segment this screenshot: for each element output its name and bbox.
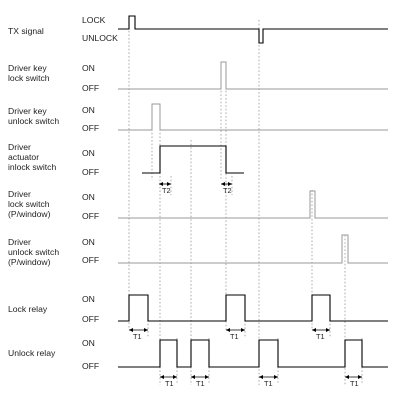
waveforms	[118, 15, 388, 368]
waveform-tx-signal	[118, 15, 388, 44]
state-dku-on: ON	[82, 105, 95, 115]
t1-label: T1	[133, 332, 142, 341]
label-driver-key-unlock-switch: Driver key unlock switch	[8, 106, 59, 126]
t2-label: T2	[223, 186, 232, 195]
t1-label: T1	[316, 332, 325, 341]
waveform-driver-unlock-switch-pwindow	[118, 234, 388, 264]
state-tx-unlock: UNLOCK	[82, 33, 118, 43]
timing-markers: T2 T2 T1 T1 T1	[129, 182, 362, 388]
t1-label: T1	[165, 379, 174, 388]
state-lr-on: ON	[82, 294, 95, 304]
waveform-driver-lock-switch-pwindow	[118, 190, 388, 219]
state-dkl-on: ON	[82, 63, 95, 73]
state-ur-off: OFF	[82, 361, 99, 371]
waveform-driver-key-lock-switch	[118, 61, 388, 90]
state-dlp-off: OFF	[82, 211, 99, 221]
state-tx-lock: LOCK	[82, 15, 106, 25]
waveform-unlock-relay	[118, 339, 388, 368]
waveform-driver-key-unlock-switch	[118, 103, 388, 131]
waveform-lock-relay	[118, 294, 388, 322]
state-labels: LOCK UNLOCK ON OFF ON OFF ON OFF ON OFF …	[82, 15, 118, 371]
label-unlock-relay: Unlock relay	[8, 348, 56, 358]
state-dai-on: ON	[82, 148, 95, 158]
t1-label: T1	[264, 379, 273, 388]
t1-marker: T1	[129, 328, 148, 341]
t1-marker: T1	[160, 375, 177, 388]
t1-label: T1	[196, 379, 205, 388]
state-dup-on: ON	[82, 237, 95, 247]
state-dkl-off: OFF	[82, 83, 99, 93]
row-labels: TX signal Driver key lock switch Driver …	[8, 26, 62, 358]
state-lr-off: OFF	[82, 314, 99, 324]
t1-label: T1	[230, 332, 239, 341]
t2-marker: T2	[221, 182, 232, 195]
state-dku-off: OFF	[82, 123, 99, 133]
state-dup-off: OFF	[82, 255, 99, 265]
t1-marker: T1	[259, 375, 278, 388]
t1-marker: T1	[226, 328, 245, 341]
t1-marker: T1	[191, 375, 209, 388]
waveform-driver-actuator-inlock-switch	[142, 145, 244, 174]
state-dai-off: OFF	[82, 167, 99, 177]
label-tx-signal: TX signal	[8, 26, 44, 36]
label-driver-key-lock-switch: Driver key lock switch	[8, 63, 50, 83]
t1-label: T1	[350, 379, 359, 388]
label-lock-relay: Lock relay	[8, 304, 48, 314]
label-driver-unlock-switch-pwindow: Driver unlock switch (P/window)	[8, 237, 62, 267]
t1-marker: T1	[345, 375, 362, 388]
t1-marker: T1	[312, 328, 330, 341]
label-driver-lock-switch-pwindow: Driver lock switch (P/window)	[8, 189, 52, 219]
t2-label: T2	[162, 186, 171, 195]
state-dlp-on: ON	[82, 192, 95, 202]
label-driver-actuator-inlock-switch: Driver actuator inlock switch	[8, 142, 56, 172]
t2-marker: T2	[159, 182, 171, 195]
state-ur-on: ON	[82, 338, 95, 348]
